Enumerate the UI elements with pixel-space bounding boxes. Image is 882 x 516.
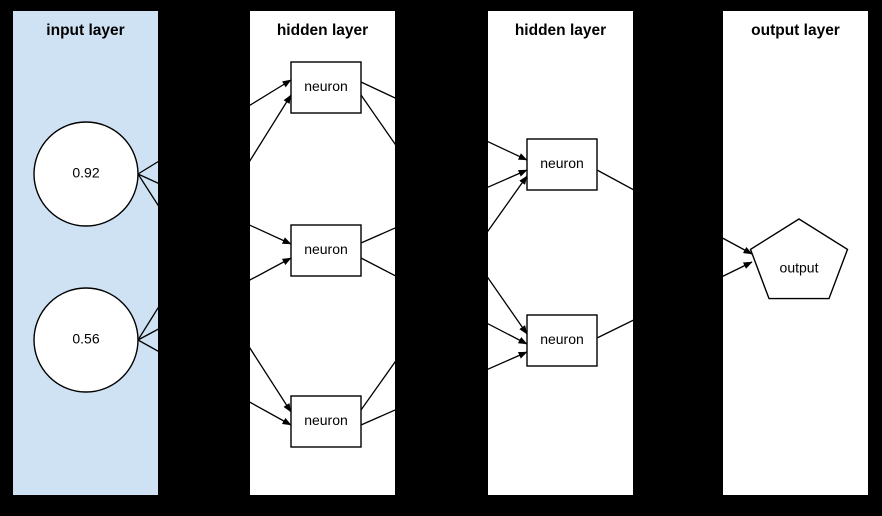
gap-mask-1 [395, 0, 488, 516]
layer-panel-input [13, 11, 158, 495]
node-label-out-1: output [780, 260, 819, 276]
gap-mask-4 [868, 0, 882, 516]
node-rect-h2-1[interactable] [526, 138, 598, 191]
node-out-1[interactable]: output [749, 218, 849, 300]
layer-nodes: 0.92 0.56 neuron neuron neuron neuron neuron ou… [33, 61, 849, 448]
layer-title-hidden-1: hidden layer [277, 22, 368, 39]
node-in-2[interactable]: 0.56 [33, 287, 139, 393]
node-in-1[interactable]: 0.92 [33, 121, 139, 227]
layer-title-input: input layer [46, 22, 124, 39]
gap-mask-5 [0, 0, 882, 11]
gap-mask-0 [158, 0, 250, 516]
node-label-h1-2: neuron [304, 241, 348, 257]
node-circle-in-2[interactable] [33, 287, 139, 393]
node-label-h2-2: neuron [540, 331, 584, 347]
node-h2-2[interactable]: neuron [526, 314, 598, 367]
node-rect-h1-1[interactable] [290, 61, 362, 114]
layer-titles: input layer hidden layer hidden layer outpu… [46, 22, 840, 39]
node-h1-2[interactable]: neuron [290, 224, 362, 277]
gap-mask-3 [0, 0, 13, 516]
node-rect-h1-2[interactable] [290, 224, 362, 277]
gap-mask-6 [0, 495, 882, 516]
node-circle-in-1[interactable] [33, 121, 139, 227]
node-pentagon-out-1[interactable] [749, 218, 849, 300]
node-h2-1[interactable]: neuron [526, 138, 598, 191]
layer-title-output: output layer [751, 22, 840, 39]
node-label-h1-3: neuron [304, 412, 348, 428]
layer-panel-hidden-2 [488, 11, 633, 495]
gap-mask-2 [633, 0, 723, 516]
node-rect-h1-3[interactable] [290, 395, 362, 448]
node-label-in-1: 0.92 [72, 165, 99, 181]
node-h1-1[interactable]: neuron [290, 61, 362, 114]
node-label-h1-1: neuron [304, 78, 348, 94]
layer-title-hidden-2: hidden layer [515, 22, 606, 39]
node-rect-h2-2[interactable] [526, 314, 598, 367]
node-h1-3[interactable]: neuron [290, 395, 362, 448]
node-label-in-2: 0.56 [72, 331, 99, 347]
node-label-h2-1: neuron [540, 155, 584, 171]
